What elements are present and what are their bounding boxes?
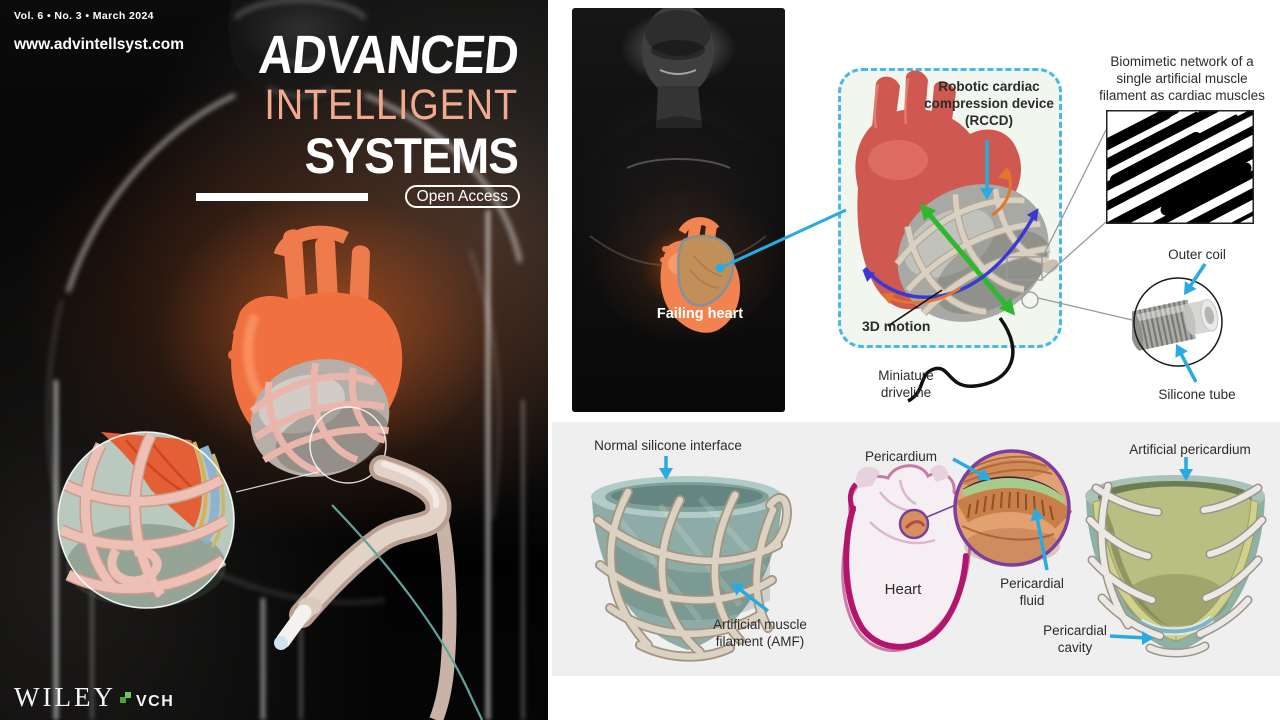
heart-label: Heart xyxy=(884,581,922,598)
fiber-pattern-image xyxy=(1106,110,1254,224)
cover-device xyxy=(249,359,390,477)
cutaway-cup-art xyxy=(1085,475,1267,658)
journal-logo: ADVANCED INTELLIGENT SYSTEMS xyxy=(224,25,520,184)
logo-line-intelligent: INTELLIGENT xyxy=(264,81,518,129)
rccd-label: Robotic cardiac compression device (RCCD… xyxy=(924,79,1054,128)
thin-wire xyxy=(331,504,484,720)
driveline-cable xyxy=(907,316,1015,403)
vch-wordmark: VCH xyxy=(135,693,175,710)
motion-arrows xyxy=(862,167,1039,327)
cover-driveline xyxy=(274,455,484,720)
failing-heart-label: Failing heart xyxy=(656,306,744,322)
coil-inset xyxy=(1132,277,1223,367)
wiley-wordmark: WILEY xyxy=(14,682,116,712)
label-arrows xyxy=(659,456,1193,645)
logo-underline-bar xyxy=(196,193,368,201)
rim-light xyxy=(521,400,525,720)
callout-connectors xyxy=(1006,129,1133,321)
patient-body-image xyxy=(572,8,785,412)
pericardial-cavity-label: Pericardial cavity xyxy=(1043,623,1107,655)
outer-coil-arrow xyxy=(1184,263,1207,295)
driveline-label: Miniature driveline xyxy=(878,368,934,400)
normal-silicone-label: Normal silicone interface xyxy=(594,438,742,453)
silicone-basket-art xyxy=(591,476,792,662)
journal-website: www.advintellsyst.com xyxy=(14,36,184,53)
failing-heart-connector xyxy=(715,208,847,273)
open-access-row: Open Access xyxy=(196,185,520,208)
wiley-vch-squares-icon xyxy=(119,691,133,704)
rim-light xyxy=(53,380,59,720)
rim-light xyxy=(260,598,266,720)
rim-light xyxy=(299,618,303,720)
silicone-tube-label: Silicone tube xyxy=(1158,387,1236,402)
outer-coil-label: Outer coil xyxy=(1168,247,1226,262)
silicone-tube-arrow xyxy=(1175,344,1198,383)
issue-info: Vol. 6 • No. 3 • March 2024 xyxy=(14,10,154,22)
pericardium-label: Pericardium xyxy=(864,449,938,464)
motion-label: 3D motion xyxy=(862,318,931,334)
apex-highlight-circle xyxy=(309,406,387,484)
sketch-zoom-source-circle xyxy=(898,508,930,540)
open-access-badge: Open Access xyxy=(404,185,520,208)
cover-inset-circle xyxy=(57,431,235,609)
inset-connector-line xyxy=(235,471,319,493)
publisher-logo: WILEY VCH xyxy=(14,682,174,713)
failing-heart-art xyxy=(660,217,740,333)
cover-artwork xyxy=(47,0,522,720)
heart-sketch-art xyxy=(841,464,972,652)
patient-body-art xyxy=(572,8,785,412)
journal-cover: Vol. 6 • No. 3 • March 2024 www.advintel… xyxy=(0,0,548,720)
logo-line-systems: SYSTEMS xyxy=(304,128,519,184)
rim-light xyxy=(90,520,94,720)
biomimetic-caption: Biomimetic network of a single artificia… xyxy=(1099,54,1265,103)
rccd-pointer-arrow xyxy=(980,140,994,200)
pericardial-fluid-label: Pericardial fluid xyxy=(1000,576,1064,608)
rccd-device-art xyxy=(855,70,1059,327)
amf-label: Artificial muscle filament (AMF) xyxy=(713,617,807,649)
artificial-pericardium-label: Artificial pericardium xyxy=(1129,442,1251,457)
head-shadow xyxy=(228,0,372,106)
rim-light xyxy=(485,210,491,720)
